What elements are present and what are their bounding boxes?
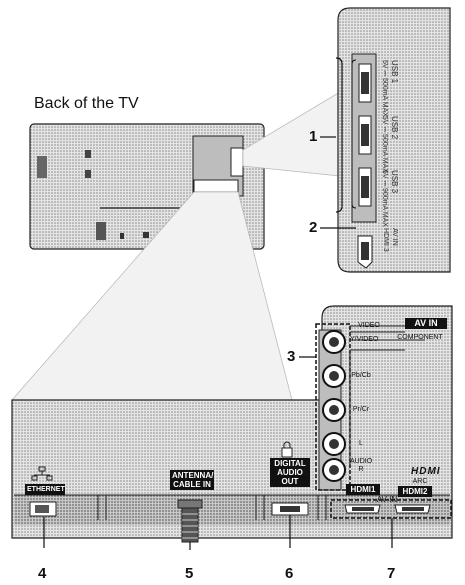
hdmi-ports-highlight [330, 499, 452, 519]
callout-6: 6 [285, 565, 294, 582]
jack-label-pr: Pr/Cr [352, 406, 370, 413]
usb1-label: USB 1 [390, 60, 399, 84]
bottom-av-in-label: AV IN [376, 495, 398, 504]
optical-lock-icon [281, 441, 293, 458]
jack-label-y-video: Y/VIDEO [350, 336, 379, 343]
usb3-label: USB 3 [390, 170, 399, 194]
callout-4: 4 [38, 565, 47, 582]
arc-label: ARC [412, 478, 428, 485]
usb3-spec: 5V ⎓ 900mA MAX [381, 170, 388, 227]
av-in-header: AV IN [405, 318, 447, 329]
ethernet-label: ETHERNET [25, 484, 65, 495]
leader-lines [43, 57, 393, 550]
antenna-connector [177, 499, 203, 543]
jack-label-pb: Pb/Cb [351, 372, 371, 379]
callout-2: 2 [309, 219, 318, 236]
antenna-label: ANTENNA/ CABLE IN [170, 470, 214, 490]
digital-audio-label: DIGITAL AUDIO OUT [270, 458, 310, 487]
side-hdmi3-label: HDMI 3 [382, 228, 389, 252]
av-rca-jacks [322, 330, 346, 482]
side-ports-zoom [337, 7, 451, 273]
usb2-label: USB 2 [390, 116, 399, 140]
usb2-spec: 5V ⎓ 500mA MAX [381, 116, 388, 173]
callout-1: 1 [309, 128, 318, 145]
hdmi2-label: HDMI2 [398, 486, 432, 497]
usb1-spec: 5V ⎓ 500mA MAX [381, 60, 388, 117]
hdmi-logo: HDMI [411, 466, 441, 477]
callout-5: 5 [185, 565, 194, 582]
hdmi1-label: HDMI1 [346, 484, 380, 495]
network-icon [31, 466, 53, 481]
jack-label-l: L [359, 440, 363, 447]
video-label: VIDEO [358, 322, 380, 329]
bottom-ports-zoom [11, 305, 453, 543]
side-av-in-label: AV IN [391, 228, 398, 246]
component-label: COMPONENT [397, 334, 443, 341]
diagram-title: Back of the TV [34, 95, 139, 112]
callout-7: 7 [387, 565, 396, 582]
callout-3: 3 [287, 348, 296, 365]
jack-label-audio: AUDIO R [350, 458, 373, 473]
